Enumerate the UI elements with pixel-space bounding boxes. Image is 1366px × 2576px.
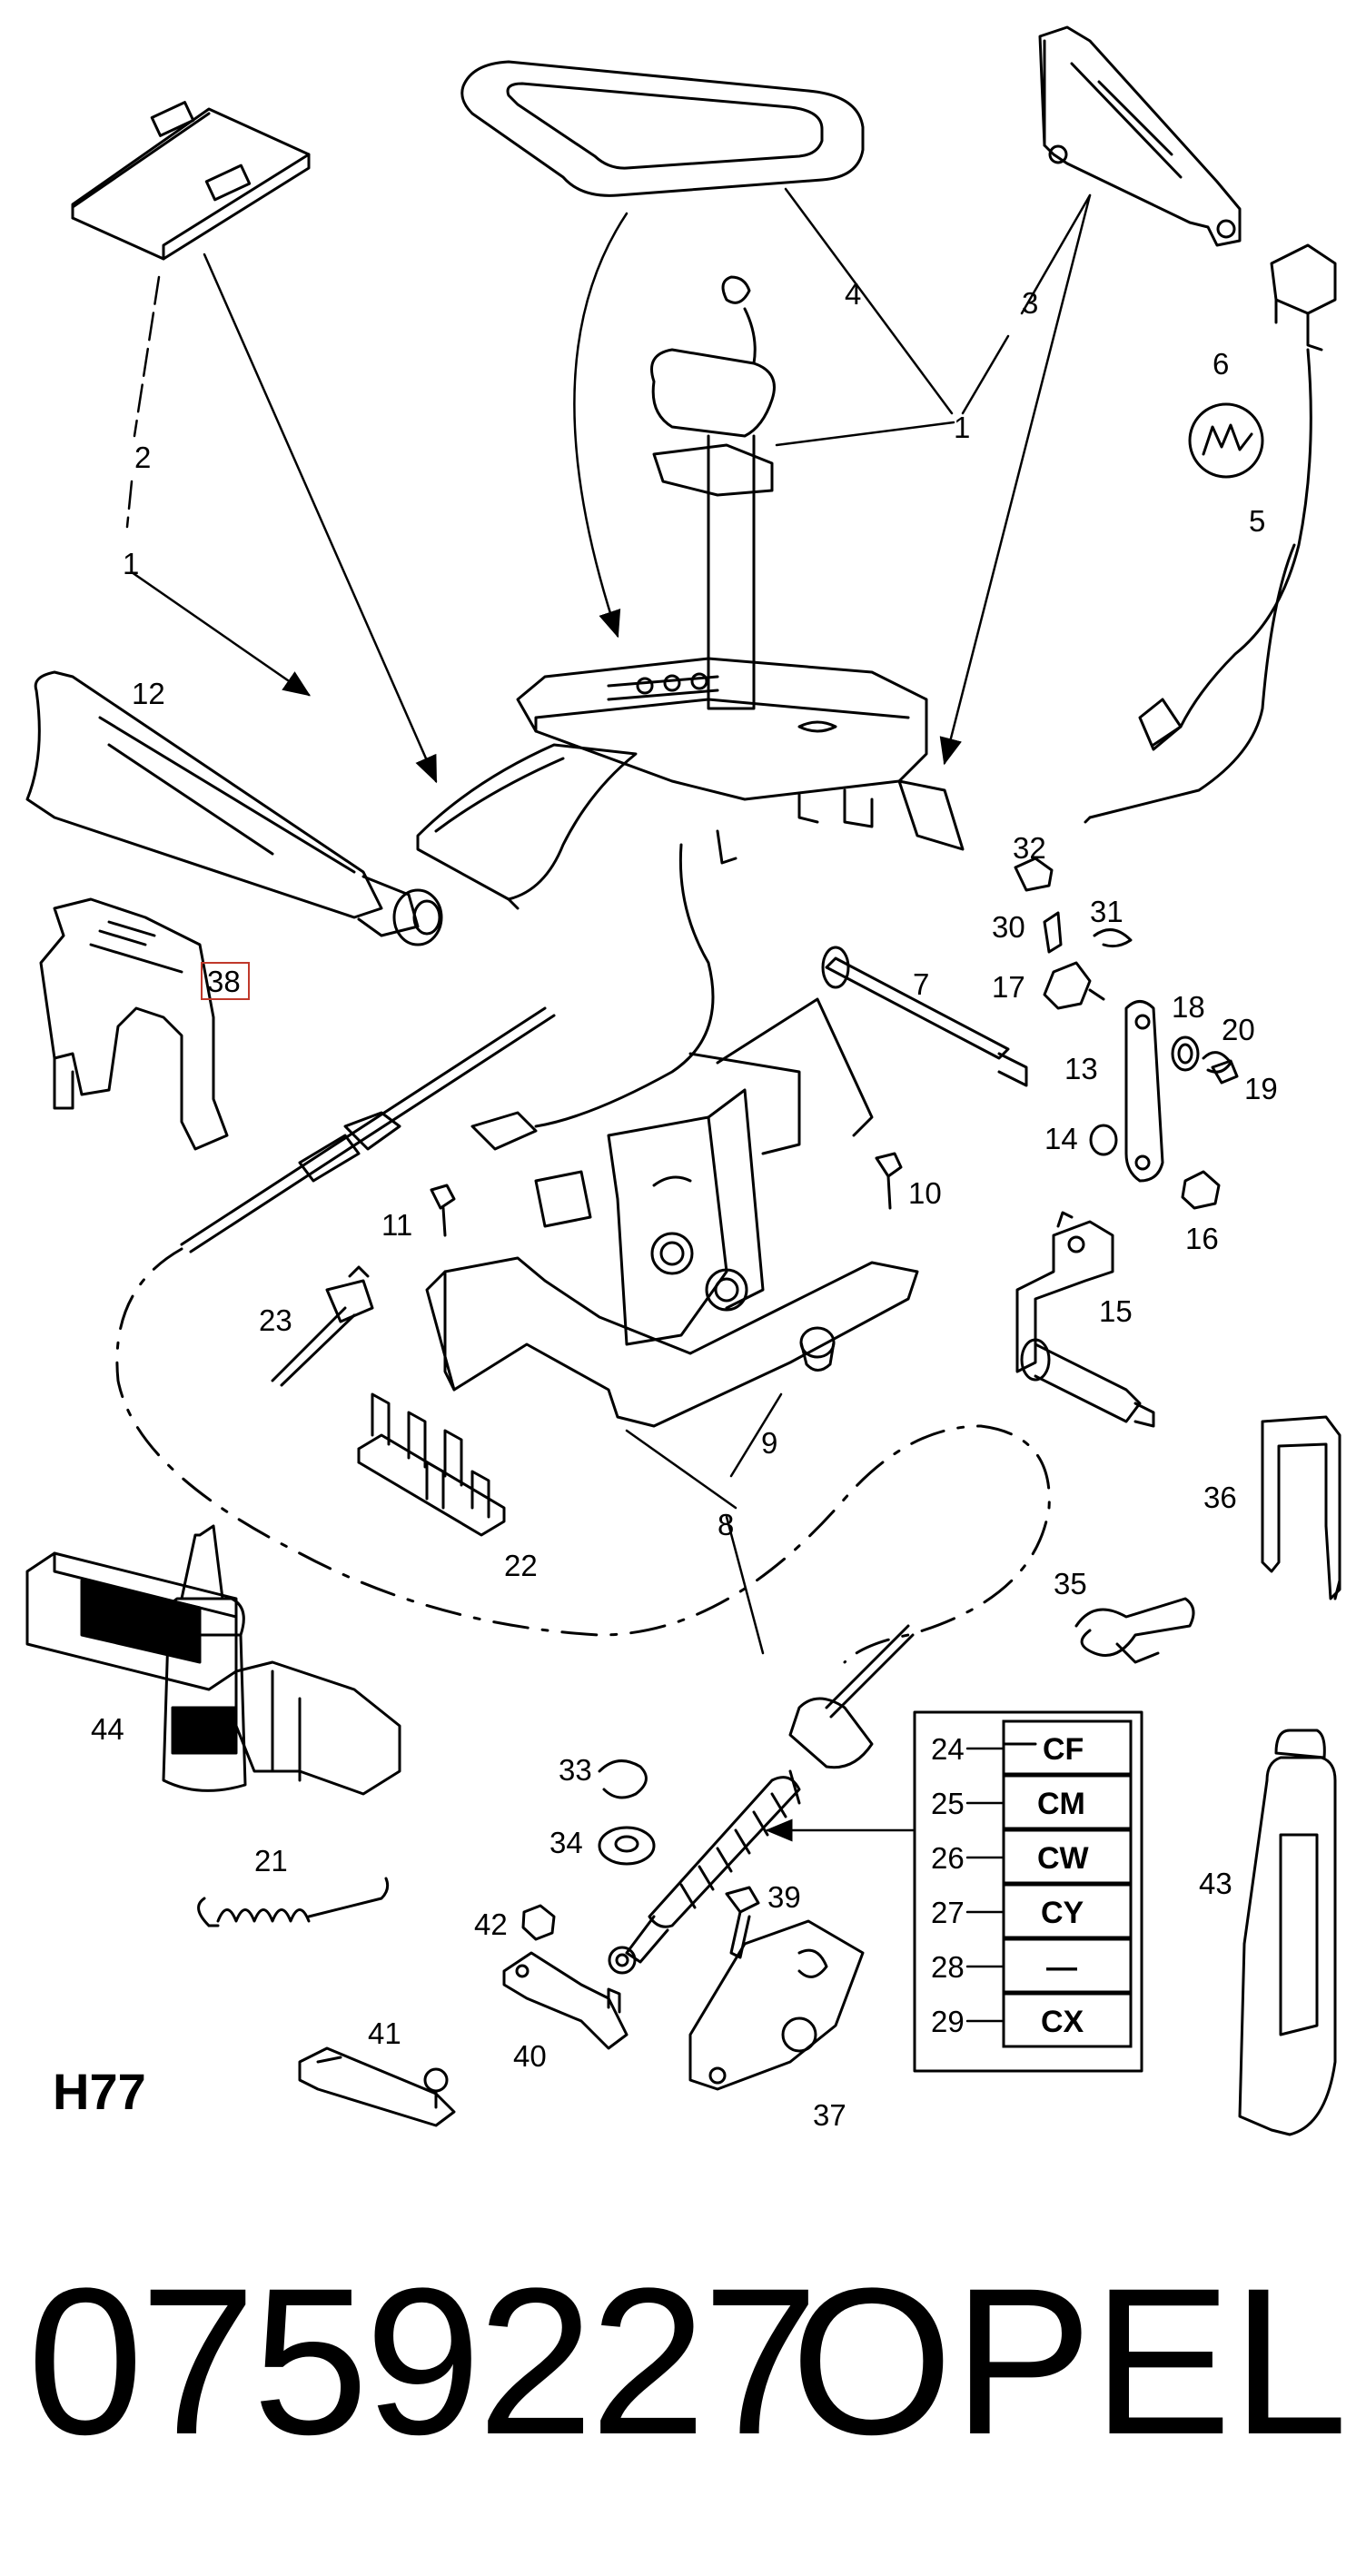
label-9: 9 <box>761 1426 777 1460</box>
label-33: 33 <box>559 1753 592 1787</box>
part-34-washer <box>598 1826 656 1866</box>
label-4: 4 <box>845 277 861 311</box>
variant-num: 29 <box>931 2005 965 2038</box>
part-15-bracket-shaft <box>1015 1211 1155 1428</box>
footer: 0759227 OPEL <box>0 2225 1366 2498</box>
label-21: 21 <box>254 1844 288 1878</box>
part-number: 0759227 <box>27 2244 818 2478</box>
part-41-link <box>298 2046 456 2127</box>
washers-nuts-14-16-18-19-20 <box>1089 1035 1239 1210</box>
part-6-emblem <box>1188 402 1264 479</box>
callout-labels: 1 1 2 3 4 5 6 7 8 9 10 11 12 13 14 15 16… <box>91 277 1278 2132</box>
variant-num: 27 <box>931 1896 965 1929</box>
part-13-lever <box>1124 1000 1164 1183</box>
label-34: 34 <box>549 1826 583 1859</box>
bolts-10-11 <box>430 1152 903 1237</box>
label-2: 2 <box>134 441 151 474</box>
label-35: 35 <box>1054 1567 1087 1600</box>
part-37-bracket-plate <box>688 1919 865 2091</box>
exploded-parts-diagram: 1 1 2 3 4 5 6 7 8 9 10 11 12 13 14 15 16… <box>25 25 1341 2136</box>
part-21-spring <box>197 1877 390 1927</box>
part-42-nut <box>521 1904 556 1941</box>
label-43: 43 <box>1199 1867 1232 1900</box>
housing <box>516 657 965 851</box>
part-22-connector-block <box>357 1392 506 1537</box>
label-41: 41 <box>368 2016 401 2050</box>
label-11: 11 <box>381 1208 412 1242</box>
part-2-cover <box>71 101 311 261</box>
label-14: 14 <box>1044 1122 1078 1155</box>
small-hardware-30-31-32-17 <box>1014 857 1133 1010</box>
variant-num: 26 <box>931 1841 965 1875</box>
variant-table: 24 CF 25 CM 26 CW 27 CY 28 — 29 CX <box>931 1732 1090 2039</box>
part-39-bolt <box>725 1886 760 1959</box>
label-31: 31 <box>1090 895 1123 928</box>
front-cover <box>416 743 638 910</box>
lower-cable-assembly <box>608 1624 915 1975</box>
label-3: 3 <box>1022 286 1038 320</box>
part-33-clip <box>598 1759 648 1799</box>
label-10: 10 <box>908 1176 942 1210</box>
label-5: 5 <box>1249 504 1265 538</box>
variant-num: 24 <box>931 1732 965 1766</box>
label-44: 44 <box>91 1712 124 1746</box>
label-12: 12 <box>132 677 165 710</box>
part-40-lever-plate <box>502 1951 629 2050</box>
label-39: 39 <box>767 1880 801 1914</box>
part-35-spring-clip <box>1074 1597 1195 1664</box>
variant-code: CM <box>1037 1787 1085 1821</box>
label-38: 38 <box>207 965 241 998</box>
part-8-base <box>425 997 919 1428</box>
label-20: 20 <box>1222 1013 1255 1046</box>
part-9-bushing <box>799 1326 836 1372</box>
label-23: 23 <box>259 1303 292 1337</box>
label-37: 37 <box>813 2098 846 2132</box>
part-44-bottle-box <box>25 1524 401 1796</box>
label-32: 32 <box>1013 831 1046 865</box>
label-15: 15 <box>1099 1294 1133 1328</box>
label-30: 30 <box>992 910 1025 944</box>
label-40: 40 <box>513 2039 547 2073</box>
label-22: 22 <box>504 1549 538 1582</box>
label-7: 7 <box>913 967 929 1001</box>
variant-table-frame <box>913 1710 1143 2073</box>
part-7-shaft <box>821 946 1028 1087</box>
label-6: 6 <box>1213 347 1229 381</box>
section-code: H77 <box>53 2063 146 2120</box>
variant-code: CY <box>1041 1896 1084 1930</box>
variant-num: 25 <box>931 1787 965 1820</box>
part-5-switch <box>1084 243 1337 824</box>
leader-lines <box>125 187 1092 1842</box>
label-18: 18 <box>1172 990 1205 1024</box>
part-38-cable-clip <box>39 897 229 1151</box>
label-1-left: 1 <box>123 547 139 580</box>
label-19: 19 <box>1244 1072 1278 1105</box>
cable-loop-dashed <box>115 1247 1051 1664</box>
variant-code: CF <box>1043 1732 1084 1767</box>
part-43-paste-tube <box>1238 1729 1337 2136</box>
shift-cable-upper <box>180 829 737 1253</box>
part-12-grease-tube <box>25 670 443 946</box>
part-38-highlight-box <box>201 962 250 1000</box>
label-8: 8 <box>718 1508 734 1541</box>
variant-code-boxes <box>1002 1719 1133 2048</box>
part-4-frame <box>460 60 865 197</box>
label-17: 17 <box>992 970 1025 1004</box>
part-23-pin <box>271 1265 374 1387</box>
label-42: 42 <box>474 1907 508 1941</box>
brand-name: OPEL <box>790 2244 1348 2478</box>
variant-code: CX <box>1041 2005 1084 2039</box>
label-13: 13 <box>1064 1052 1098 1085</box>
variant-num: 28 <box>931 1950 965 1984</box>
variant-code: — <box>1046 1950 1077 1985</box>
variant-code: CW <box>1037 1841 1090 1876</box>
part-1-selector-lever <box>650 275 776 710</box>
label-36: 36 <box>1203 1481 1237 1514</box>
label-16: 16 <box>1185 1222 1219 1255</box>
label-1-lever: 1 <box>954 411 970 444</box>
part-36-u-clip <box>1261 1415 1341 1600</box>
variant-table-ticks <box>965 1747 1005 2023</box>
part-3-bracket <box>1038 25 1242 247</box>
